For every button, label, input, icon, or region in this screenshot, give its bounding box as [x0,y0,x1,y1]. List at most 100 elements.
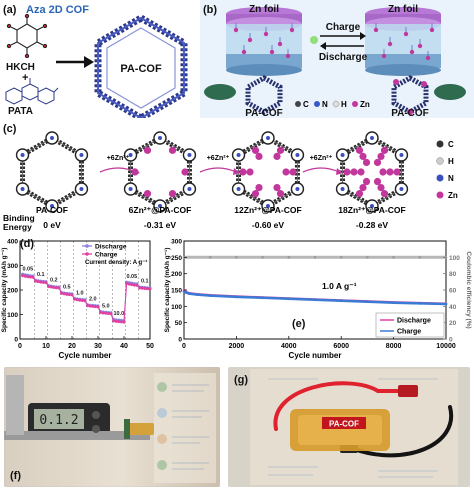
zn-ion [277,41,283,47]
cof-nitrogen-atom [399,153,404,157]
cof-left-label: PA-COF [245,108,283,118]
data-point-charge [47,285,51,289]
legend-b-c-dot [295,101,301,107]
zn-ion-bound [168,146,177,154]
data-point-charge [114,319,118,323]
zn-ion-bound [362,177,371,186]
data-point-charge [65,292,69,296]
rate-label: 1.0 [76,290,84,296]
data-point-charge [31,275,35,279]
data-point-charge [235,295,238,299]
data-point-coulombic-efficiency [366,256,369,259]
step-label-3: +6Zn²⁺ [310,155,333,162]
step-arrow-1 [99,167,140,175]
data-point-charge [444,302,448,306]
panel-f-photo: 0.1.2 (f) [4,367,220,487]
background-documents-g [268,378,438,478]
cycling-chart-xlabel: Cycle number [289,351,342,360]
data-point-coulombic-efficiency [208,256,212,259]
data-point-charge [125,282,129,286]
data-point-charge [101,311,105,315]
black-wire [352,405,454,458]
zn-ion-bound [289,168,297,176]
zn-ion-bound [168,190,177,198]
cycling-chart-y2label: Coulombic efficiency (%) [465,251,472,328]
discharge-label: Discharge [319,52,368,63]
rate-label: 0.05 [126,274,137,280]
cof-sketch-left [204,75,283,115]
data-point-charge [112,319,116,323]
x-tick-label: 6000 [333,343,349,350]
y2-tick-label: 20 [449,320,457,327]
data-point-charge [39,280,43,284]
zn-ion [417,43,423,49]
data-point-charge [86,304,90,308]
data-point-charge [93,305,97,309]
data-point-charge [392,301,395,305]
data-point-coulombic-efficiency [261,256,264,259]
digital-caliper: 0.1.2 [4,375,150,440]
zn-ion-bound [355,146,364,154]
x-tick-label: 10 [42,343,50,350]
cof-nitrogen-atom [158,204,162,208]
data-point-charge [41,280,45,284]
zn-ion-bound [273,152,281,161]
zn-ion-bound [380,190,389,198]
data-point-charge [49,285,53,289]
y-tick-label: 0 [14,337,18,344]
rate-label: 5.0 [102,303,110,309]
legend-c-h: H [448,157,454,166]
zn-ion-bound [377,183,385,192]
panel-c-label: (c) [3,123,17,135]
zn-foil-left-label: Zn foil [249,4,279,15]
y-tick-label: 400 [7,239,18,246]
panel-f-scene: 0.1.2 (f) [4,367,220,487]
charge-label: Charge [326,22,361,33]
x-tick-label: 50 [146,343,154,350]
rate-label: 0.1 [37,272,45,278]
data-point-charge [80,299,84,303]
cof-nitrogen-atom [340,187,345,191]
data-point-charge [140,286,144,290]
legend-c-zn: Zn [448,191,458,200]
structure-name-0: PA-COF [36,205,68,215]
data-point-charge [104,311,108,315]
zn-ion-bound [143,190,152,198]
data-point-charge [54,286,58,290]
background-documents [154,373,216,483]
y2-tick-label: 80 [449,271,457,278]
cof-nitrogen-atom [340,153,345,157]
legend-c-h-dot [436,157,444,165]
charge-discharge-arrows [310,32,366,50]
current-density-label: Current density: A g⁻¹ [85,259,147,266]
zn-ion [387,41,393,47]
binding-energy-0: 0 eV [43,220,61,230]
zn-ion-bound [246,168,254,176]
zn-ion [263,31,269,37]
zn-ion-bound [393,168,401,176]
x-tick-label: 8000 [386,343,402,350]
zn-ion-bound [181,168,189,176]
cof-pore-frame [20,135,84,209]
series-line-charge [183,290,447,306]
data-point-charge [119,320,123,324]
cof-sketch-right [391,75,466,115]
rate-labels: 0.050.10.20.51.02.05.010.00.050.1 [22,266,148,317]
x-tick-label: 0 [182,343,186,350]
zn-ion-bound [373,177,382,186]
cof-nitrogen-atom [50,136,54,140]
zn-ion-bound [355,190,364,198]
zn-ion [425,55,431,61]
y2-tick-label: 100 [449,255,460,262]
panel-g-label: (g) [234,374,248,386]
binding-energy-label-1: Binding [3,213,35,223]
data-point-charge [62,292,66,296]
pata-molecule [5,78,59,105]
rate-label: 10.0 [113,311,124,317]
rate-chart-xlabel: Cycle number [59,351,112,360]
zn-ion [373,27,379,33]
cof-nitrogen-atom [370,136,374,140]
x-tick-label: 4000 [281,343,297,350]
